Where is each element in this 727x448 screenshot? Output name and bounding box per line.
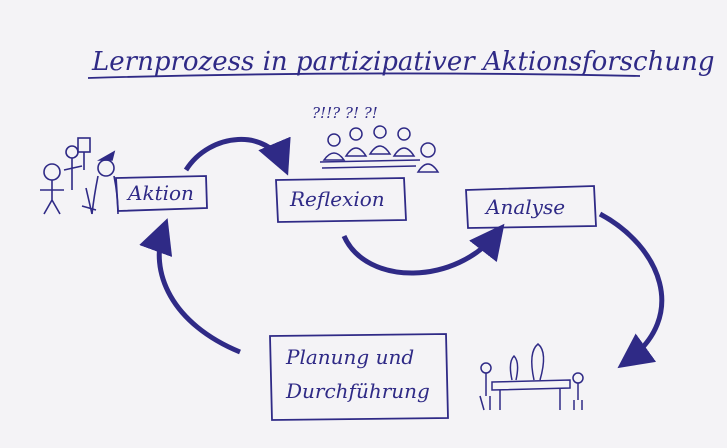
arrow-planung-to-aktion-icon (139, 218, 241, 355)
node-reflexion: Reflexion (275, 177, 407, 223)
node-analyse-label: Analyse (484, 195, 565, 219)
node-analyse: Analyse (465, 185, 597, 229)
node-planung-label-2: Durchführung (285, 379, 430, 403)
audience-icon: ?!!? ?! ?! (312, 104, 440, 173)
node-planung: Planung und Durchführung (269, 333, 449, 421)
node-reflexion-label: Reflexion (289, 187, 385, 211)
stick-figures-icon (40, 137, 119, 215)
arrow-reflexion-to-analyse-icon (341, 223, 505, 276)
arrow-aktion-to-reflexion-icon (183, 136, 291, 176)
meeting-table-icon (479, 343, 584, 411)
title-underline (87, 72, 641, 79)
node-aktion: Aktion (115, 175, 208, 212)
node-planung-label-1: Planung und (285, 345, 414, 369)
arrow-analyse-to-table-icon (598, 211, 665, 369)
node-aktion-label: Aktion (126, 181, 194, 205)
diagram-title: Lernprozess in partizipativer Aktionsfor… (91, 47, 714, 77)
question-marks: ?!!? ?! ?! (312, 104, 378, 122)
